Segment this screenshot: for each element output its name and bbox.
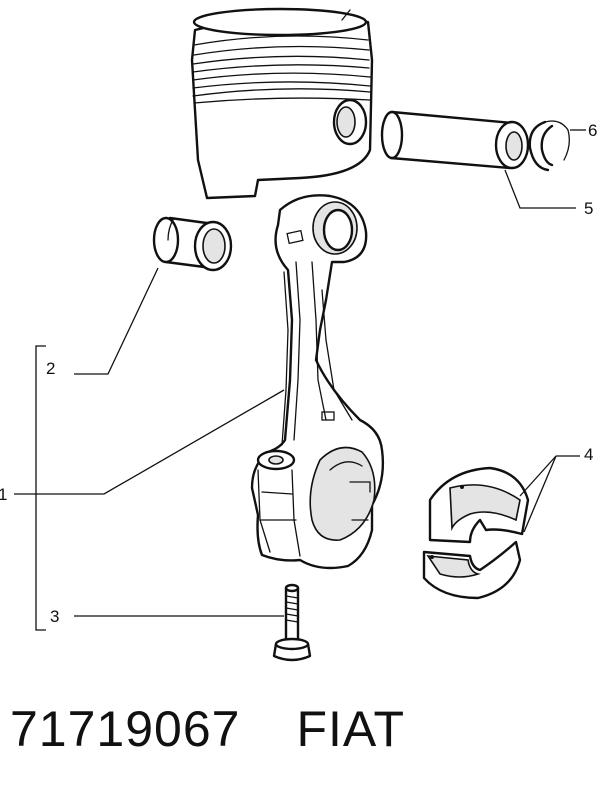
big-end-bolt (272, 583, 312, 662)
callout-5: 5 (584, 199, 593, 218)
part-caption: 71719067 FIAT (10, 700, 405, 758)
leader-lines (14, 129, 586, 631)
callout-2: 2 (46, 359, 55, 378)
part-number: 71719067 (10, 701, 241, 757)
callout-6: 6 (588, 121, 597, 140)
callout-3: 3 (50, 607, 59, 626)
bearing-shells (422, 466, 530, 600)
callout-1: 1 (0, 485, 7, 504)
small-end-bushing (152, 216, 233, 272)
brand-name: FIAT (296, 701, 406, 757)
piston-pin (380, 110, 530, 170)
connecting-rod (250, 194, 385, 570)
piston (190, 7, 374, 200)
circlip (528, 120, 570, 172)
callout-4: 4 (584, 445, 593, 464)
